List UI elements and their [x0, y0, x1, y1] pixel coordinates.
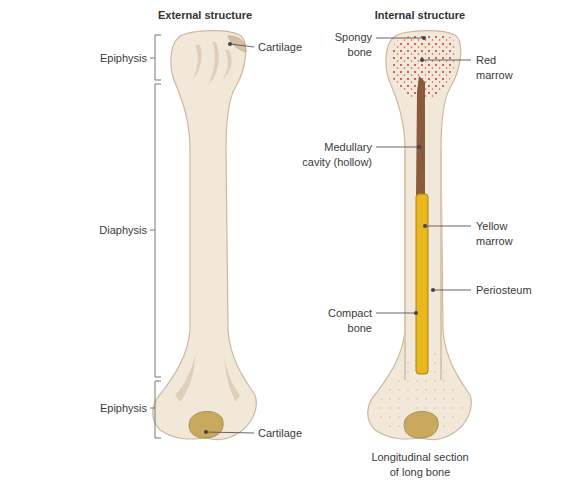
region-label: Diaphysis — [77, 223, 147, 238]
part-label: Yellow marrow — [476, 219, 528, 249]
part-label: Cartilage — [258, 40, 338, 55]
region-label: Epiphysis — [77, 401, 147, 416]
part-label: Compact bone — [310, 306, 372, 336]
part-label: Red marrow — [476, 53, 526, 83]
section-heading: External structure — [140, 8, 270, 23]
region-label: Epiphysis — [77, 51, 147, 66]
section-bone — [368, 31, 472, 440]
external-bone — [153, 31, 257, 440]
section-heading: Internal structure — [355, 8, 485, 23]
leader-dot — [204, 36, 435, 434]
part-label: Spongy bone — [322, 30, 372, 60]
bracket — [150, 35, 161, 438]
leader-line — [206, 38, 471, 433]
caption-label: Longitudinal section of long bone — [368, 450, 472, 480]
part-label: Periosteum — [476, 283, 566, 298]
part-label: Medullary cavity (hollow) — [302, 140, 372, 170]
part-label: Cartilage — [258, 426, 338, 441]
